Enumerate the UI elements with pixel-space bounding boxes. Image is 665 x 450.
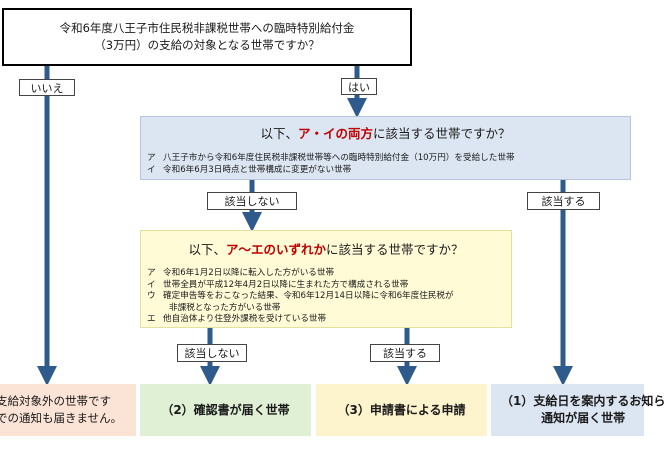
eligibility-question-line2: （3万円）の支給の対象となる世帯ですか？	[94, 38, 320, 52]
result-not-eligible-line1: 支給対象外の世帯です	[0, 394, 111, 408]
item-text: 確定申告等をおこなった結果、令和6年12月14日以降に令和6年度住民税が	[163, 291, 454, 301]
item-text: 令和6年6月3日時点と世帯構成に変更がない世帯	[163, 165, 352, 175]
question1-title-pre: 以下、	[260, 126, 298, 141]
result-not-eligible: 支給対象外の世帯です での通知も届きません。	[0, 384, 136, 436]
question2-title-emphasis: ア～エのいずれか	[225, 242, 326, 257]
question2-title-pre: 以下、	[188, 242, 226, 257]
question2-items: ア令和6年1月2日以降に転入した方がいる世帯 イ世帯全員が平成12年4月2日以降…	[147, 268, 454, 326]
item-mark: エ	[147, 314, 156, 324]
question1-item: イ令和6年6月3日時点と世帯構成に変更がない世帯	[147, 164, 515, 176]
item-text: 世帯全員が平成12年4月2日以降に生まれた方で構成される世帯	[163, 279, 409, 290]
question2-item: ウ確定申告等をおこなった結果、令和6年12月14日以降に令和6年度住民税が	[147, 291, 454, 303]
question2-title: 以下、ア～エのいずれかに該当する世帯ですか？	[141, 239, 511, 258]
question1-title-post: に該当する世帯ですか？	[373, 126, 511, 141]
item-text: 他自治体より住登外課税を受けている世帯	[163, 314, 327, 324]
item-mark: ア	[147, 153, 156, 163]
label-q2-not-applicable: 該当しない	[177, 344, 247, 362]
question1-box: 以下、ア・イの両方に該当する世帯ですか？ ア八王子市から令和6年度住民税非課税世…	[140, 116, 631, 180]
label-q2-applicable: 該当する	[370, 344, 440, 362]
result-payment-notice-line2: 通知が届く世帯	[541, 411, 626, 425]
eligibility-question-box: 令和6年度八王子市住民税非課税世帯への臨時特別給付金 （3万円）の支給の対象とな…	[2, 8, 412, 66]
item-mark: ア	[147, 268, 156, 278]
label-q1-applicable: 該当する	[527, 192, 600, 210]
result-not-eligible-line2: での通知も届きません。	[0, 411, 123, 425]
label-yes: はい	[341, 78, 377, 95]
eligibility-question-line1: 令和6年度八王子市住民税非課税世帯への臨時特別給付金	[59, 21, 355, 35]
question1-title: 以下、ア・イの両方に該当する世帯ですか？	[141, 123, 630, 142]
result-confirmation-letter: （2）確認書が届く世帯	[140, 384, 311, 436]
item-mark: イ	[147, 279, 156, 290]
item-text: 八王子市から令和6年度住民税非課税世帯等への臨時特別給付金（10万円）を受給した…	[163, 153, 515, 163]
question2-item: イ世帯全員が平成12年4月2日以降に生まれた方で構成される世帯	[147, 280, 454, 292]
flow-arrows	[37, 66, 573, 386]
label-q1-not-applicable: 該当しない	[207, 192, 297, 210]
question2-item-continued: 非課税となった方がいる世帯	[147, 303, 454, 315]
item-text: 令和6年1月2日以降に転入した方がいる世帯	[163, 268, 335, 278]
question2-item: ア令和6年1月2日以降に転入した方がいる世帯	[147, 268, 454, 280]
question1-title-emphasis: ア・イの両方	[297, 126, 373, 141]
question1-items: ア八王子市から令和6年度住民税非課税世帯等への臨時特別給付金（10万円）を受給し…	[147, 152, 515, 176]
item-mark: ウ	[147, 291, 156, 301]
result-payment-notice: （1）支給日を案内するお知ら 通知が届く世帯	[491, 384, 665, 436]
label-no: いいえ	[19, 79, 75, 96]
result-application-form: （3）申請書による申請	[316, 384, 487, 436]
question2-box: 以下、ア～エのいずれかに該当する世帯ですか？ ア令和6年1月2日以降に転入した方…	[140, 230, 512, 328]
question2-item: エ他自治体より住登外課税を受けている世帯	[147, 314, 454, 326]
question1-item: ア八王子市から令和6年度住民税非課税世帯等への臨時特別給付金（10万円）を受給し…	[147, 152, 515, 164]
question2-title-post: に該当する世帯ですか？	[326, 242, 464, 257]
result-payment-notice-line1: （1）支給日を案内するお知ら	[501, 394, 665, 408]
item-text: 非課税となった方がいる世帯	[169, 302, 281, 313]
item-mark: イ	[147, 165, 156, 175]
